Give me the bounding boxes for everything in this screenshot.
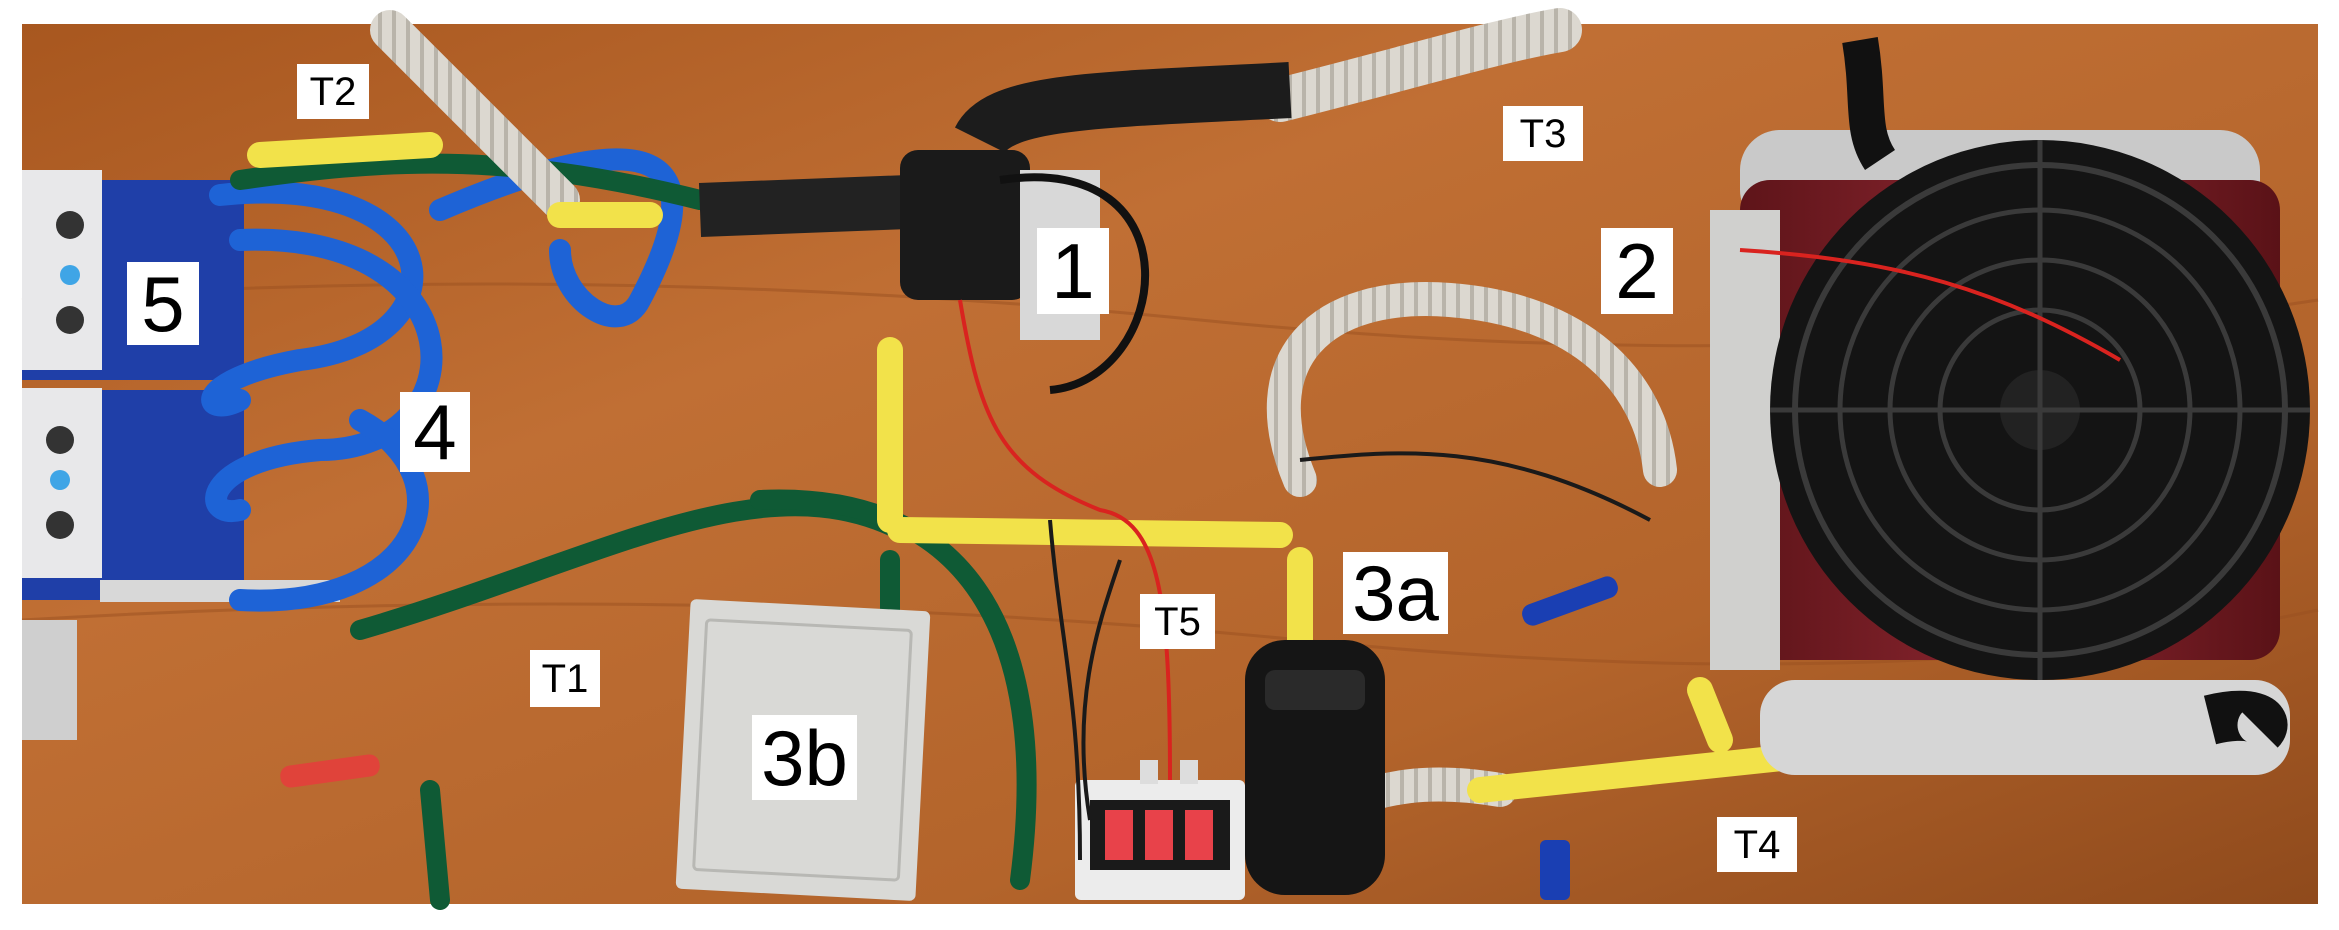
label-t2: T2	[297, 64, 369, 119]
corrugated-hoses	[370, 8, 1677, 837]
label-t3: T3	[1503, 106, 1583, 161]
label-5: 5	[127, 262, 199, 345]
switch-box	[1075, 760, 1245, 900]
wires	[958, 248, 2122, 861]
label-t5: T5	[1140, 594, 1215, 649]
label-t4: T4	[1717, 817, 1797, 872]
label-4: 4	[400, 392, 470, 472]
label-3a: 3a	[1343, 552, 1448, 634]
label-2: 2	[1601, 228, 1673, 314]
valves	[280, 576, 1618, 900]
label-1: 1	[1037, 228, 1109, 314]
label-t1: T1	[530, 650, 600, 707]
label-3b: 3b	[752, 715, 857, 800]
pump-1	[698, 62, 1292, 394]
heater-3a	[1245, 640, 1385, 895]
radiator-2	[1710, 37, 2310, 775]
